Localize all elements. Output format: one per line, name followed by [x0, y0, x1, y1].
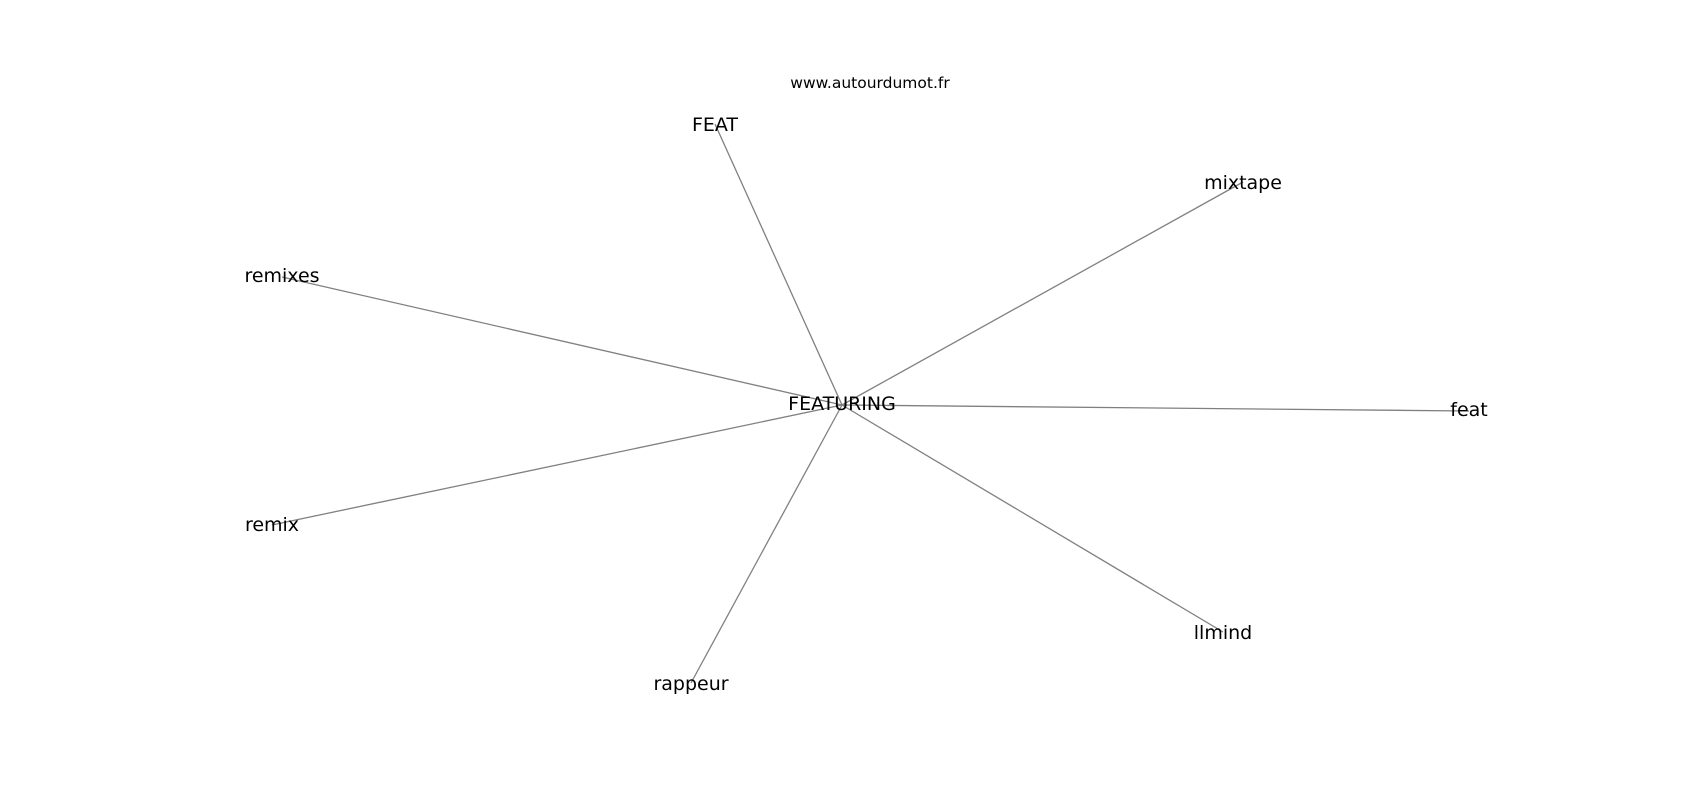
node-feat-lower[interactable]: feat [1450, 399, 1487, 421]
edge-rappeur [690, 404, 843, 684]
node-llmind[interactable]: llmind [1194, 622, 1252, 644]
edge-remixes [281, 276, 843, 406]
edge-remix [271, 404, 843, 526]
node-mixtape[interactable]: mixtape [1204, 172, 1282, 194]
node-rappeur[interactable]: rappeur [653, 673, 728, 695]
node-remix[interactable]: remix [245, 514, 299, 536]
edge-feat-lower [841, 404, 1470, 412]
site-watermark: www.autourdumot.fr [790, 74, 950, 92]
graph-nodes: FEATURING FEAT mixtape remixes feat remi… [244, 114, 1487, 695]
node-remixes[interactable]: remixes [244, 265, 319, 287]
edge-llmind [841, 404, 1224, 633]
edge-feat-upper [714, 123, 843, 406]
graph-edges [271, 123, 1470, 684]
node-feat-upper[interactable]: FEAT [692, 114, 738, 136]
node-center[interactable]: FEATURING [788, 393, 896, 415]
edge-mixtape [841, 181, 1244, 406]
